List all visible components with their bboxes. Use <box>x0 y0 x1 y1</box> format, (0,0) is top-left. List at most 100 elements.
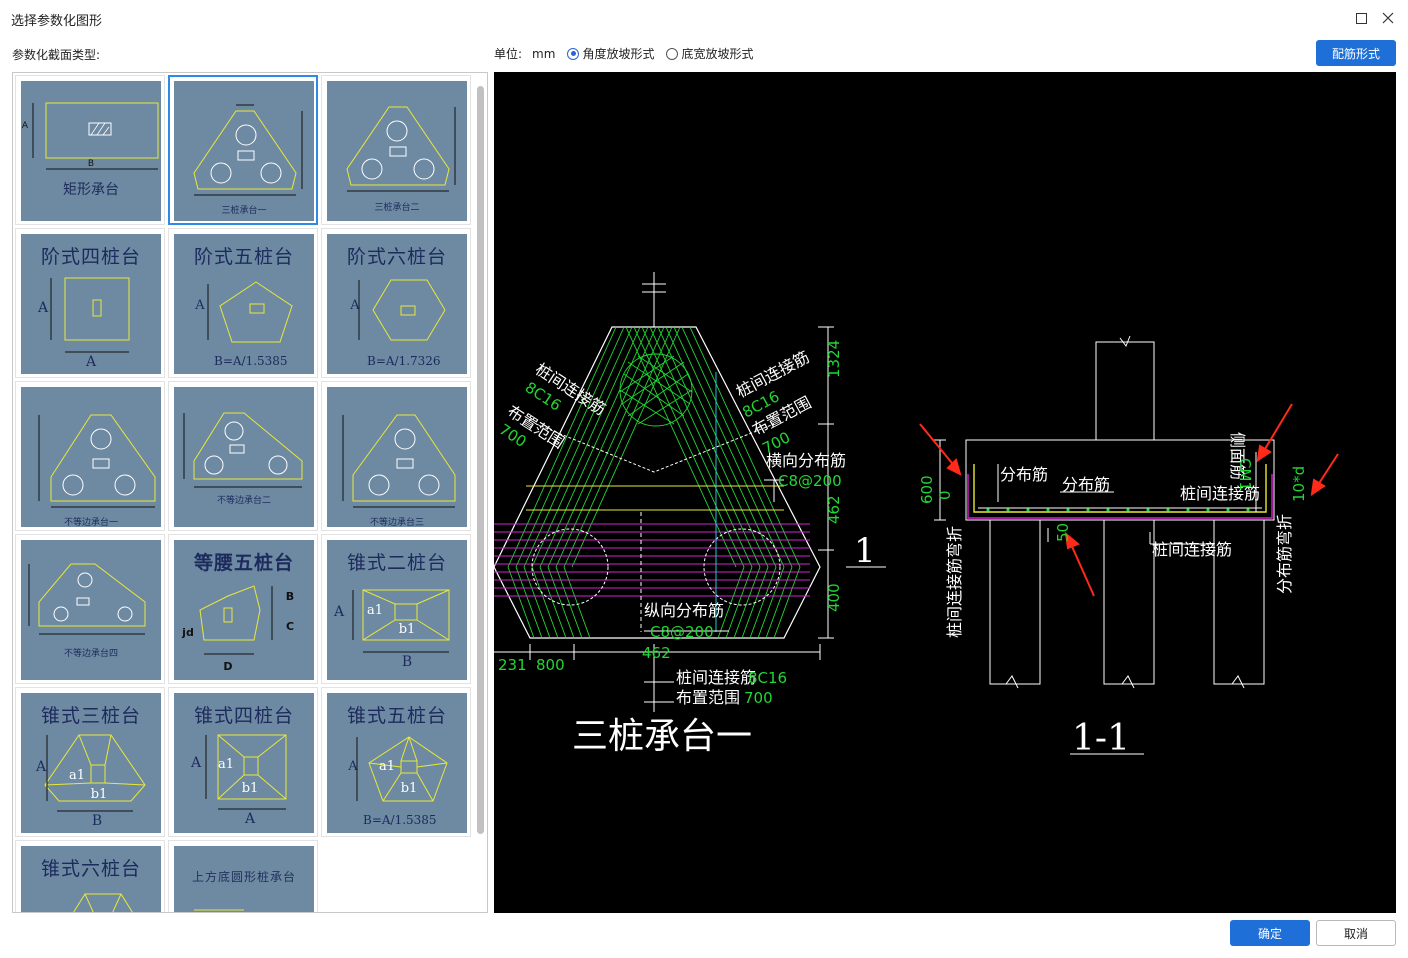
dim-400: 400 <box>825 583 843 612</box>
label-bottom-range: 布置范围 <box>676 688 740 707</box>
dim-label-a: A <box>21 121 29 131</box>
shape-caption: 不等边承台四 <box>63 649 118 659</box>
dim-label-b: A <box>85 354 97 370</box>
shape-caption: B=A/1.7326 <box>367 354 441 368</box>
label-sec-dist2: 分布筋 <box>1062 475 1110 494</box>
shape-rect-cap[interactable]: A B 矩形承台 <box>15 75 165 225</box>
rebar-form-button[interactable]: 配筋形式 <box>1316 40 1396 66</box>
title-bar: 选择参数化图形 <box>0 0 1408 38</box>
unit-value: mm <box>532 46 556 61</box>
shape-step-five-pile[interactable]: 阶式五桩台 A B=A/1.5385 <box>168 228 318 378</box>
shape-title: 阶式四桩台 <box>40 246 141 268</box>
dim-label-b1: b1 <box>400 781 418 796</box>
dim-462: 462 <box>825 495 843 524</box>
dim-label-b: B <box>91 813 103 829</box>
ok-button[interactable]: 确定 <box>1230 920 1310 946</box>
radio-width-dot[interactable] <box>666 47 679 60</box>
radio-angle-dot[interactable] <box>567 47 580 60</box>
shape-three-pile-cap-2[interactable]: 三桩承台二 <box>321 75 471 225</box>
plan-title: 三桩承台一 <box>572 716 752 757</box>
shape-step-four-pile[interactable]: 阶式四桩台 A A <box>15 228 165 378</box>
label-bottom-conn-spec: 8C16 <box>748 669 787 687</box>
dim-label-d: D <box>223 660 233 673</box>
shape-cone-four-pile[interactable]: 锥式四桩台 A a1 b1 A <box>168 687 318 837</box>
dim-label-b1: b1 <box>241 781 259 796</box>
cone-five-drawing <box>356 736 448 802</box>
label-longitudinal-spec: C8@200 <box>650 623 714 641</box>
dim-label-a: A <box>195 298 205 313</box>
dim-label-b: B <box>285 590 295 603</box>
shape-unequal-cap-3[interactable]: 不等边承台三 <box>321 381 471 531</box>
rect-cap-drawing <box>32 102 159 170</box>
label-sec-side: 侧面筋 <box>1228 432 1247 480</box>
shape-cone-two-pile[interactable]: 锥式二桩台 A a1 b1 B <box>321 534 471 684</box>
dim-sec-50: 50 <box>1054 523 1072 542</box>
maximize-icon[interactable] <box>1351 8 1371 28</box>
unequal-1-drawing <box>38 414 156 508</box>
section-title: 1-1 <box>1072 718 1130 759</box>
dim-label-jd: jd <box>182 626 194 639</box>
shape-gallery: A B 矩形承台 三桩承台一 <box>12 72 488 913</box>
label-transverse-spec: C8@200 <box>778 472 842 490</box>
shape-three-pile-cap-1[interactable]: 三桩承台一 <box>168 75 318 225</box>
section-view <box>919 335 1339 755</box>
unit-label: 单位: <box>494 47 523 61</box>
dim-sec-0: 0 <box>936 490 954 500</box>
shape-thumb: 锥式二桩台 A a1 b1 B <box>327 540 467 680</box>
gallery-scrollbar[interactable] <box>474 72 488 913</box>
plan-view <box>494 272 886 712</box>
dim-label-b1: b1 <box>398 622 416 637</box>
shape-step-six-pile[interactable]: 阶式六桩台 A B=A/1.7326 <box>321 228 471 378</box>
label-sec-conn-bend: 桩间连接筋弯折 <box>945 526 964 638</box>
dim-label-a: A <box>190 755 202 771</box>
shape-title: 锥式六桩台 <box>40 858 141 880</box>
shape-title: 阶式五桩台 <box>193 246 294 268</box>
shape-caption: B=A/1.5385 <box>363 813 437 827</box>
section-type-label: 参数化截面类型: <box>12 48 101 62</box>
shape-unequal-cap-2[interactable]: 不等边承台二 <box>168 381 318 531</box>
cone-six-drawing <box>73 893 133 912</box>
dim-label-a1: a1 <box>378 759 396 774</box>
dim-1324: 1324 <box>825 340 843 378</box>
shape-cone-six-pile[interactable]: 锥式六桩台 <box>15 840 165 912</box>
dim-sec-600: 600 <box>918 475 936 504</box>
scrollbar-thumb[interactable] <box>477 86 484 834</box>
top-round-drawing <box>194 909 244 911</box>
dim-462b: 462 <box>642 644 671 662</box>
dim-label-a: A <box>35 759 47 775</box>
unequal-2-drawing <box>183 412 303 488</box>
shape-isosceles-five-pile[interactable]: 等腰五桩台 B C D jd <box>168 534 318 684</box>
dim-label-a: A <box>333 604 345 620</box>
shape-top-round-bottom-cap[interactable]: 上方底圆形桩承台 <box>168 840 318 912</box>
label-sec-dist-bend: 分布筋弯折 <box>1275 514 1294 594</box>
shape-thumb: 锥式六桩台 <box>21 846 161 912</box>
shape-thumb: 等腰五桩台 B C D jd <box>174 540 314 680</box>
cone-three-drawing <box>44 734 146 812</box>
shape-unequal-cap-4[interactable]: 不等边承台四 <box>15 534 165 684</box>
shape-cone-three-pile[interactable]: 锥式三桩台 A a1 b1 B <box>15 687 165 837</box>
radio-angle-slope[interactable]: 角度放坡形式 <box>567 45 654 62</box>
cad-drawing: 桩间连接筋 8C16 布置范围 700 桩间连接筋 8C16 布置范围 700 … <box>494 272 1339 759</box>
dim-800: 800 <box>536 656 565 674</box>
dim-label-c: C <box>285 620 295 633</box>
close-icon[interactable] <box>1378 8 1398 28</box>
label-bottom-conn: 桩间连接筋 <box>676 668 756 687</box>
cancel-button[interactable]: 取消 <box>1316 920 1396 946</box>
three-pile-1-drawing <box>193 104 303 196</box>
radio-width-slope[interactable]: 底宽放坡形式 <box>666 45 753 62</box>
unequal-3-drawing <box>342 414 456 508</box>
dim-label-b: B <box>87 159 95 169</box>
shape-caption: 三桩承台二 <box>374 203 420 213</box>
shape-thumb: 不等边承台一 <box>21 387 161 527</box>
shape-caption: B=A/1.5385 <box>214 354 288 368</box>
shape-unequal-cap-1[interactable]: 不等边承台一 <box>15 381 165 531</box>
dim-label-a1: a1 <box>366 603 384 618</box>
shape-thumb: 三桩承台二 <box>327 81 467 221</box>
shape-title: 上方底圆形桩承台 <box>191 870 296 884</box>
shape-title: 阶式六桩台 <box>346 246 447 268</box>
shape-title: 锥式三桩台 <box>40 705 141 727</box>
dim-label-a: A <box>37 300 49 316</box>
cone-two-drawing <box>352 589 450 653</box>
shape-cone-five-pile[interactable]: 锥式五桩台 A a1 b1 B=A/1.5385 <box>321 687 471 837</box>
label-sec-side-spec: CM1 <box>1236 458 1254 491</box>
